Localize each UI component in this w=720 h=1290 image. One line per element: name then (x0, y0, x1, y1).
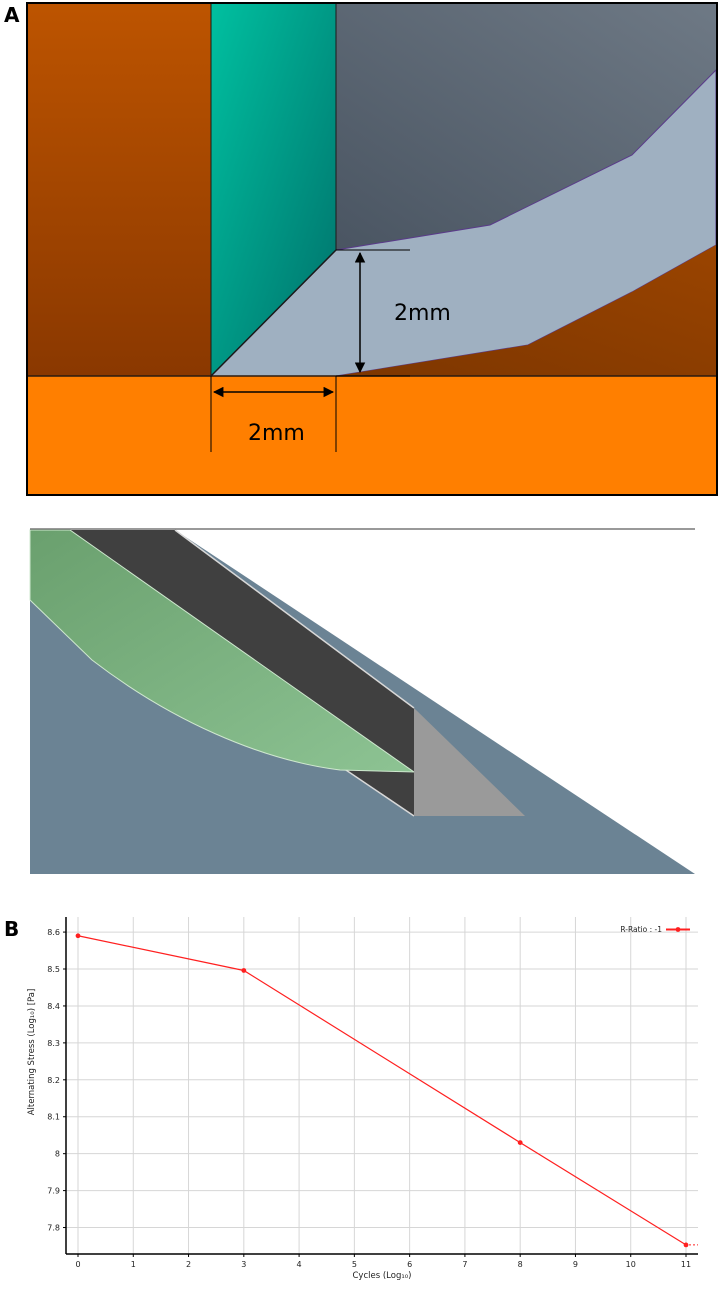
x-tick-label: 11 (681, 1260, 691, 1269)
chamfer-line (210, 249, 337, 377)
legend-label: R-Ratio : -1 (620, 925, 662, 934)
horizontal-dimension: 2mm (210, 376, 337, 452)
x-tick-label: 6 (407, 1260, 412, 1269)
panel-letter-b: B (4, 917, 19, 941)
x-tick-label: 7 (462, 1260, 467, 1269)
data-point (683, 1242, 689, 1248)
y-tick-label: 8 (55, 1150, 60, 1159)
dimension-label-vertical: 2mm (394, 301, 451, 326)
panel-letter-a: A (4, 3, 20, 27)
x-tick-label: 9 (573, 1260, 578, 1269)
y-tick-label: 8.1 (47, 1113, 60, 1122)
y-tick-label: 8.2 (47, 1076, 60, 1085)
x-tick-label: 8 (518, 1260, 523, 1269)
y-tick-label: 7.8 (47, 1224, 60, 1233)
grid-layer (66, 917, 698, 1254)
data-point (241, 968, 247, 973)
legend: R-Ratio : -1 (620, 925, 690, 934)
data-point (517, 1140, 523, 1145)
x-tick-label: 2 (186, 1260, 191, 1269)
y-tick-label: 7.9 (47, 1187, 60, 1196)
green-region (29, 529, 416, 773)
x-tick-label: 1 (131, 1260, 136, 1269)
weld-render-image (29, 528, 695, 874)
orange-base (28, 376, 716, 495)
x-tick-label: 0 (75, 1260, 80, 1269)
sn-curve-chart: B 0 1 2 3 4 5 6 7 8 9 10 11 7.8 7.9 8 8.1 8.2 8.3 8.4 8.5 8.… (4, 917, 698, 1281)
panel-a-diagram: A 2mm 2mm (4, 2, 718, 496)
grey-triangle (414, 708, 525, 816)
plot-background (66, 917, 698, 1254)
rust-block (28, 4, 211, 376)
series-layer (75, 933, 698, 1248)
y-tick-label: 8.3 (47, 1039, 60, 1048)
panel-label-a: A (4, 3, 20, 27)
x-tick-label: 3 (241, 1260, 246, 1269)
y-tick-label: 8.5 (47, 965, 60, 974)
panel-a-frame (26, 2, 718, 496)
x-tick-label: 10 (626, 1260, 636, 1269)
dimension-label-horizontal: 2mm (248, 421, 305, 446)
x-tick-label: 5 (352, 1260, 357, 1269)
y-tick-label: 8.4 (47, 1002, 60, 1011)
series-line (77, 935, 687, 1246)
vertical-dimension: 2mm (336, 249, 451, 377)
data-point (75, 933, 81, 939)
band-edge-top (174, 529, 415, 709)
y-axis-label: Alternating Stress (Log₁₀) [Pa] (27, 989, 37, 1116)
brown-region (336, 245, 716, 376)
axes-layer: 0 1 2 3 4 5 6 7 8 9 10 11 7.8 7.9 8 8.1 8.2 8.3 8.4 8.5 8.6 (47, 917, 698, 1269)
x-axis-label: Cycles (Log₁₀) (353, 1271, 412, 1281)
slate-region (336, 4, 716, 250)
legend-marker (675, 927, 681, 932)
x-tick-label: 4 (297, 1260, 302, 1269)
y-tick-label: 8.6 (47, 928, 60, 937)
band-edge-bottom (339, 765, 415, 817)
